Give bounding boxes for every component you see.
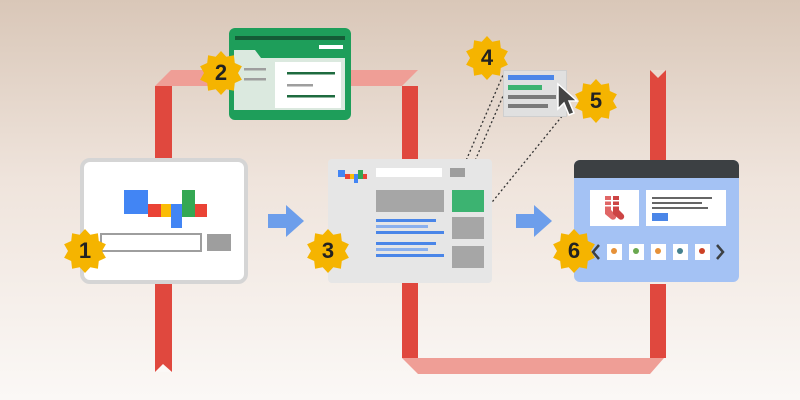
product-page-card — [574, 160, 739, 282]
step-number: 2 — [214, 60, 228, 85]
search-results-icon — [338, 168, 484, 268]
star-badge-icon — [553, 229, 595, 273]
star-badge-icon — [64, 229, 106, 273]
search-box-card — [80, 158, 248, 284]
star-badge-icon — [200, 51, 242, 95]
spreadsheet-icon — [234, 36, 345, 110]
star-badge-icon — [575, 79, 617, 123]
spreadsheet-card — [229, 28, 351, 120]
step-number: 3 — [321, 238, 335, 263]
step-number: 6 — [567, 238, 581, 263]
arrow-right-icon — [516, 205, 552, 237]
step-badge-1: 1 — [62, 228, 108, 274]
step-badge-6: 6 — [551, 228, 597, 274]
socks-icon — [605, 196, 625, 220]
search-box-icon — [100, 190, 231, 252]
step-badge-2: 2 — [198, 50, 244, 96]
arrow-right-icon — [268, 205, 304, 237]
right-ribbon — [650, 70, 666, 160]
star-badge-icon — [466, 36, 508, 80]
step-badge-3: 3 — [305, 228, 351, 274]
step-badge-4: 4 — [464, 35, 510, 81]
bottom-ribbon — [155, 283, 666, 374]
cursor-icon — [557, 82, 579, 116]
chevron-right-icon — [716, 244, 725, 260]
ad-popup-icon — [508, 75, 556, 108]
dotted-connectors — [451, 74, 564, 215]
step-number: 5 — [589, 88, 603, 113]
product-page-icon — [574, 160, 739, 260]
step-badge-5: 5 — [573, 78, 619, 124]
step-number: 1 — [78, 238, 92, 263]
step-number: 4 — [480, 45, 494, 70]
star-badge-icon — [307, 229, 349, 273]
chevron-left-icon — [591, 244, 600, 260]
search-results-card — [328, 159, 492, 283]
